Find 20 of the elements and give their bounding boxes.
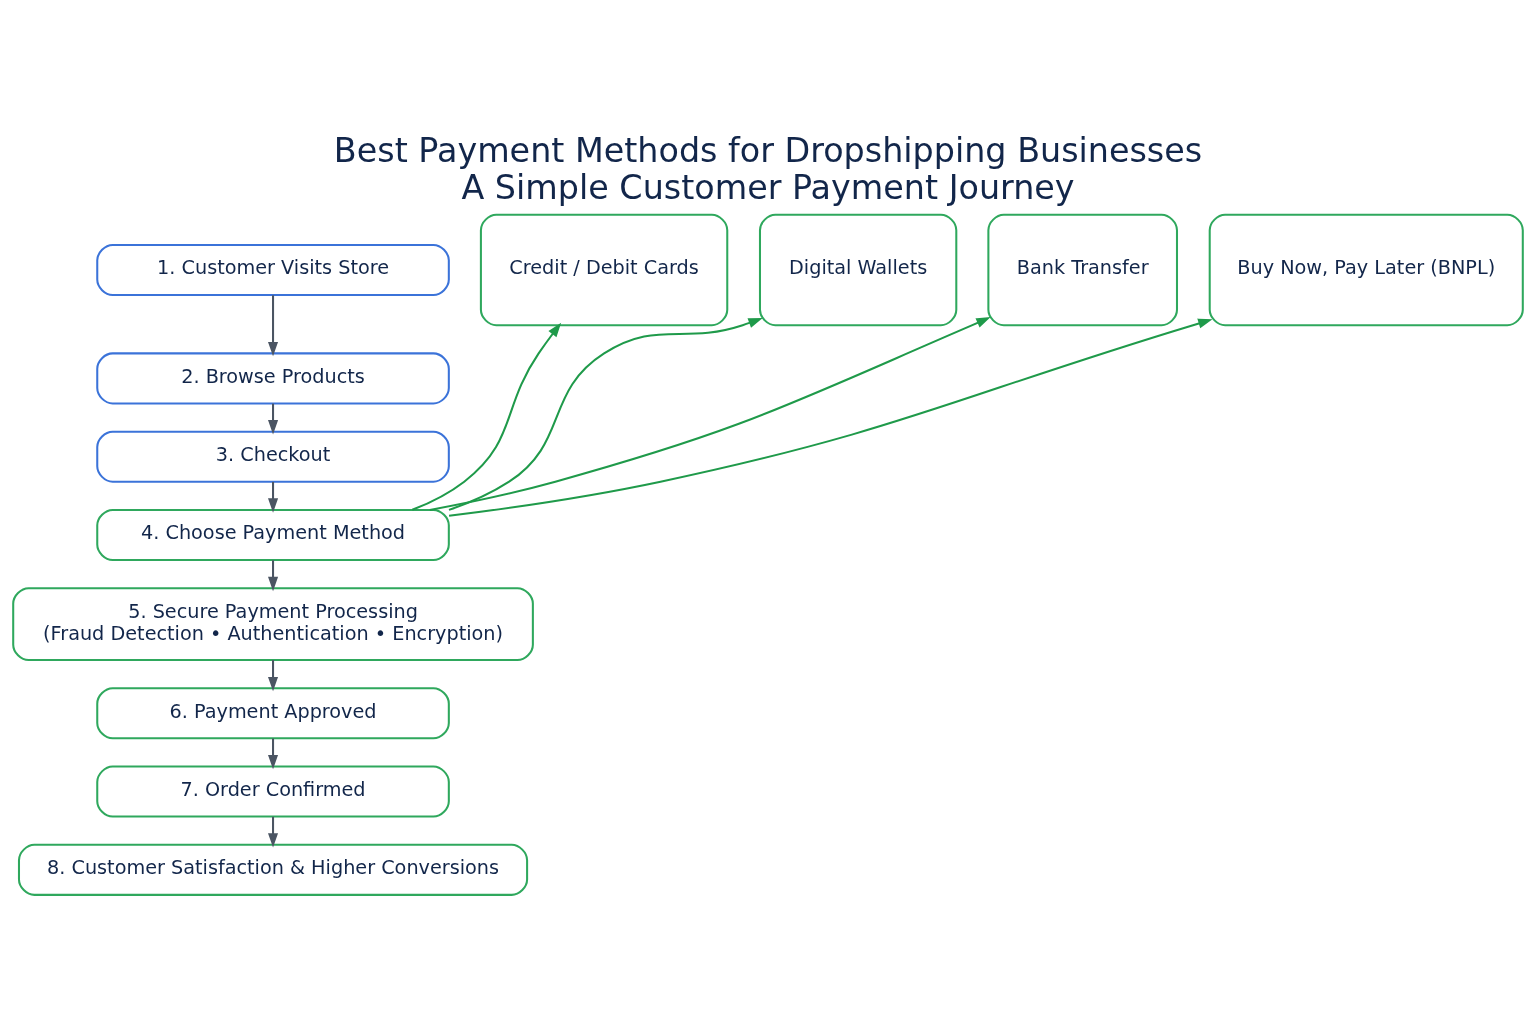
diagram-title: Best Payment Methods for Dropshipping Businesses [333,130,1203,170]
node-box: 7. Order Confirmed [96,765,450,818]
arrow [268,559,279,591]
node-box: 3. Checkout [96,430,450,483]
node-box: 2. Browse Products [96,351,450,404]
node-box: Buy Now, Pay Later (BNPL) [1208,213,1524,326]
node-box: Bank Transfer [987,213,1178,326]
arrow [448,318,1213,517]
node-box: 4. Choose Payment Method [96,508,450,561]
arrow [429,316,991,511]
node-box: 5. Secure Payment Processing (Fraud Detection • Authentication • Encryption) [12,586,534,661]
node-box: Credit / Debit Cards [479,213,729,326]
node-box: 1. Customer Visits Store [96,243,450,296]
arrow [268,294,279,356]
arrow [268,659,279,691]
arrow [411,322,562,511]
node-box: 6. Payment Approved [96,686,450,739]
node-box: 8. Customer Satisfaction & Higher Conversions [17,843,529,896]
node-box: Digital Wallets [758,213,958,326]
arrow [448,317,763,511]
